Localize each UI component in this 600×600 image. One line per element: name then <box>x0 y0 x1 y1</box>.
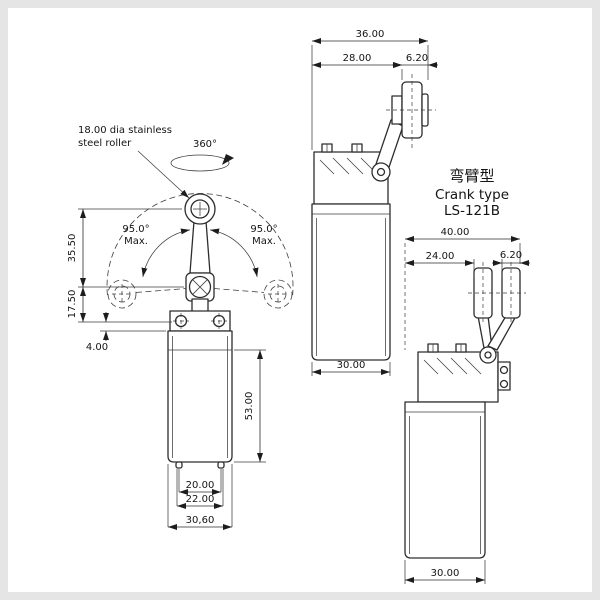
case-front <box>167 330 233 463</box>
dim-pivot-to-holes: 17.50 <box>67 290 78 319</box>
side-view-bottom-shapes <box>404 262 526 559</box>
front-view: 95.0° Max. 95.0° Max. 360° <box>67 125 294 530</box>
side-screw <box>499 365 509 375</box>
dim-body-depth-top: 30.00 <box>337 360 366 371</box>
phantom-roller-left <box>107 279 137 309</box>
head-hatching <box>423 357 482 375</box>
side-view-bottom-dimensions: 40.00 24.00 6.20 30.00 <box>404 227 530 584</box>
rotation-arrowhead-icon <box>222 154 234 165</box>
case-side <box>404 401 486 559</box>
lever-assembly <box>184 193 216 302</box>
side-screw <box>499 379 509 389</box>
lever-arm <box>189 220 211 274</box>
dim-to-roller-top: 28.00 <box>343 53 372 64</box>
dim-body-height: 53.00 <box>244 392 255 421</box>
dim-roller-width-bottom: 6.20 <box>500 250 522 261</box>
swing-angle-left-label: 95.0° <box>122 224 149 235</box>
dim-overall-top: 36.00 <box>356 29 385 40</box>
swing-arc-left <box>141 228 190 277</box>
dim-roller-width-top: 6.20 <box>406 53 428 64</box>
swing-max-right-label: Max. <box>252 236 276 247</box>
dim-roller-to-pivot: 35.50 <box>67 234 78 263</box>
dim-plate-thickness: 4.00 <box>86 342 108 353</box>
phantom-roller-right <box>263 279 293 309</box>
side-view-top: 36.00 28.00 6.20 30.00 <box>311 29 438 376</box>
dim-to-roller-bottom: 24.00 <box>426 251 455 262</box>
side-view-top-shapes <box>311 74 436 361</box>
side-view-top-dimensions: 36.00 28.00 6.20 30.00 <box>311 29 438 376</box>
dim-overall-bottom: 40.00 <box>441 227 470 238</box>
lever-boss <box>371 162 391 182</box>
front-dimensions: 35.50 17.50 4.00 53.00 20.00 22.00 30,60 <box>67 208 266 530</box>
dim-width-mid: 22.00 <box>186 494 215 505</box>
foot-left <box>175 461 183 469</box>
type-label: 弯臂型 Crank type LS-121B <box>435 167 509 219</box>
head-hatching <box>319 157 376 175</box>
roller-centerlines <box>468 262 526 324</box>
roller-note-line1: 18.00 dia stainless <box>78 125 172 136</box>
type-label-en: Crank type <box>435 187 509 203</box>
case-side <box>311 203 391 361</box>
pivot-screw <box>188 275 212 299</box>
roller-note-line2: steel roller <box>78 138 132 149</box>
rotation-label: 360° <box>193 139 217 150</box>
swing-max-left-label: Max. <box>124 236 148 247</box>
side-view-bottom: 40.00 24.00 6.20 30.00 <box>404 227 530 584</box>
type-label-model: LS-121B <box>444 203 500 219</box>
leader-line <box>137 150 190 199</box>
dim-width-outer: 30,60 <box>186 515 215 526</box>
rotation-indicator: 360° <box>170 139 234 172</box>
foot-right <box>217 461 225 469</box>
swing-angle-right-label: 95.0° <box>250 224 277 235</box>
neck <box>191 298 209 313</box>
switch-body-front <box>167 298 233 469</box>
roller-centerlines <box>386 74 436 148</box>
lever-boss <box>479 346 497 364</box>
dim-body-depth-bottom: 30.00 <box>431 568 460 579</box>
fork-arm-right <box>487 315 517 351</box>
roller-note: 18.00 dia stainless steel roller <box>78 125 190 199</box>
dim-width-inner: 20.00 <box>186 480 215 491</box>
swing-arc-right <box>210 228 259 277</box>
type-label-cn: 弯臂型 <box>449 167 494 185</box>
